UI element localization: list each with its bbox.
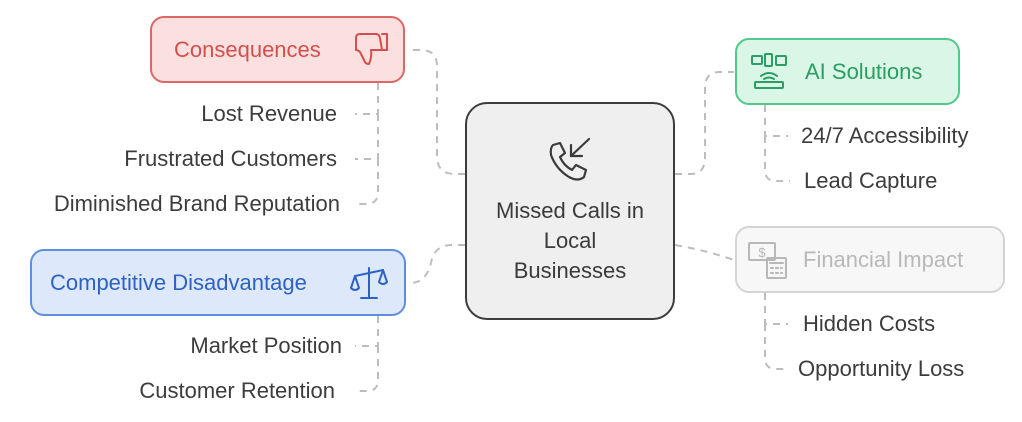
leaf-lost-revenue: Lost Revenue (201, 101, 337, 126)
connector-competitive (409, 244, 465, 284)
balance-scale-icon (350, 267, 388, 299)
connector-accessibility (764, 105, 788, 137)
network-devices-icon (751, 53, 787, 89)
svg-text:$: $ (758, 245, 766, 260)
financial-impact-node: Financial Impact (735, 226, 1005, 293)
connector-opportunity-loss (764, 324, 785, 370)
ai-solutions-node: AI Solutions (735, 38, 960, 105)
ai-solutions-label: AI Solutions (805, 58, 923, 84)
leaf-hidden-costs: Hidden Costs (803, 311, 936, 336)
connector-ai (675, 71, 734, 175)
connector-consequences (407, 49, 465, 175)
connector-customer-retention (355, 346, 379, 392)
center-label: Missed Calls in Local Businesses (496, 198, 644, 283)
connector-diminished (355, 159, 379, 205)
leaf-market-position: Market Position (190, 333, 342, 358)
leaf-diminished-brand-reputation: Diminished Brand Reputation (53, 191, 340, 216)
money-calculator-icon: $ (748, 242, 787, 279)
leaf-frustrated-customers: Frustrated Customers (124, 146, 337, 171)
connector-lost-revenue (355, 83, 379, 115)
connector-market-position (355, 316, 379, 347)
phone-missed-call-icon (549, 137, 591, 181)
connector-frustrated (355, 114, 379, 160)
center-node: Missed Calls in Local Businesses (465, 102, 675, 320)
consequences-label: Consequences (174, 36, 321, 62)
leaf-lead-capture: Lead Capture (804, 168, 938, 193)
connector-lead-capture (764, 136, 790, 182)
competitive-disadvantage-label: Competitive Disadvantage (50, 269, 307, 295)
connector-financial (674, 244, 735, 261)
leaf-customer-retention: Customer Retention (139, 378, 335, 403)
financial-impact-label: Financial Impact (803, 246, 964, 272)
competitive-disadvantage-node: Competitive Disadvantage (30, 249, 406, 316)
leaf-opportunity-loss: Opportunity Loss (798, 356, 965, 381)
thumbs-down-icon (355, 33, 388, 65)
leaf-24-7-accessibility: 24/7 Accessibility (801, 123, 969, 148)
connector-hidden-costs (764, 293, 788, 325)
consequences-node: Consequences (150, 16, 405, 83)
